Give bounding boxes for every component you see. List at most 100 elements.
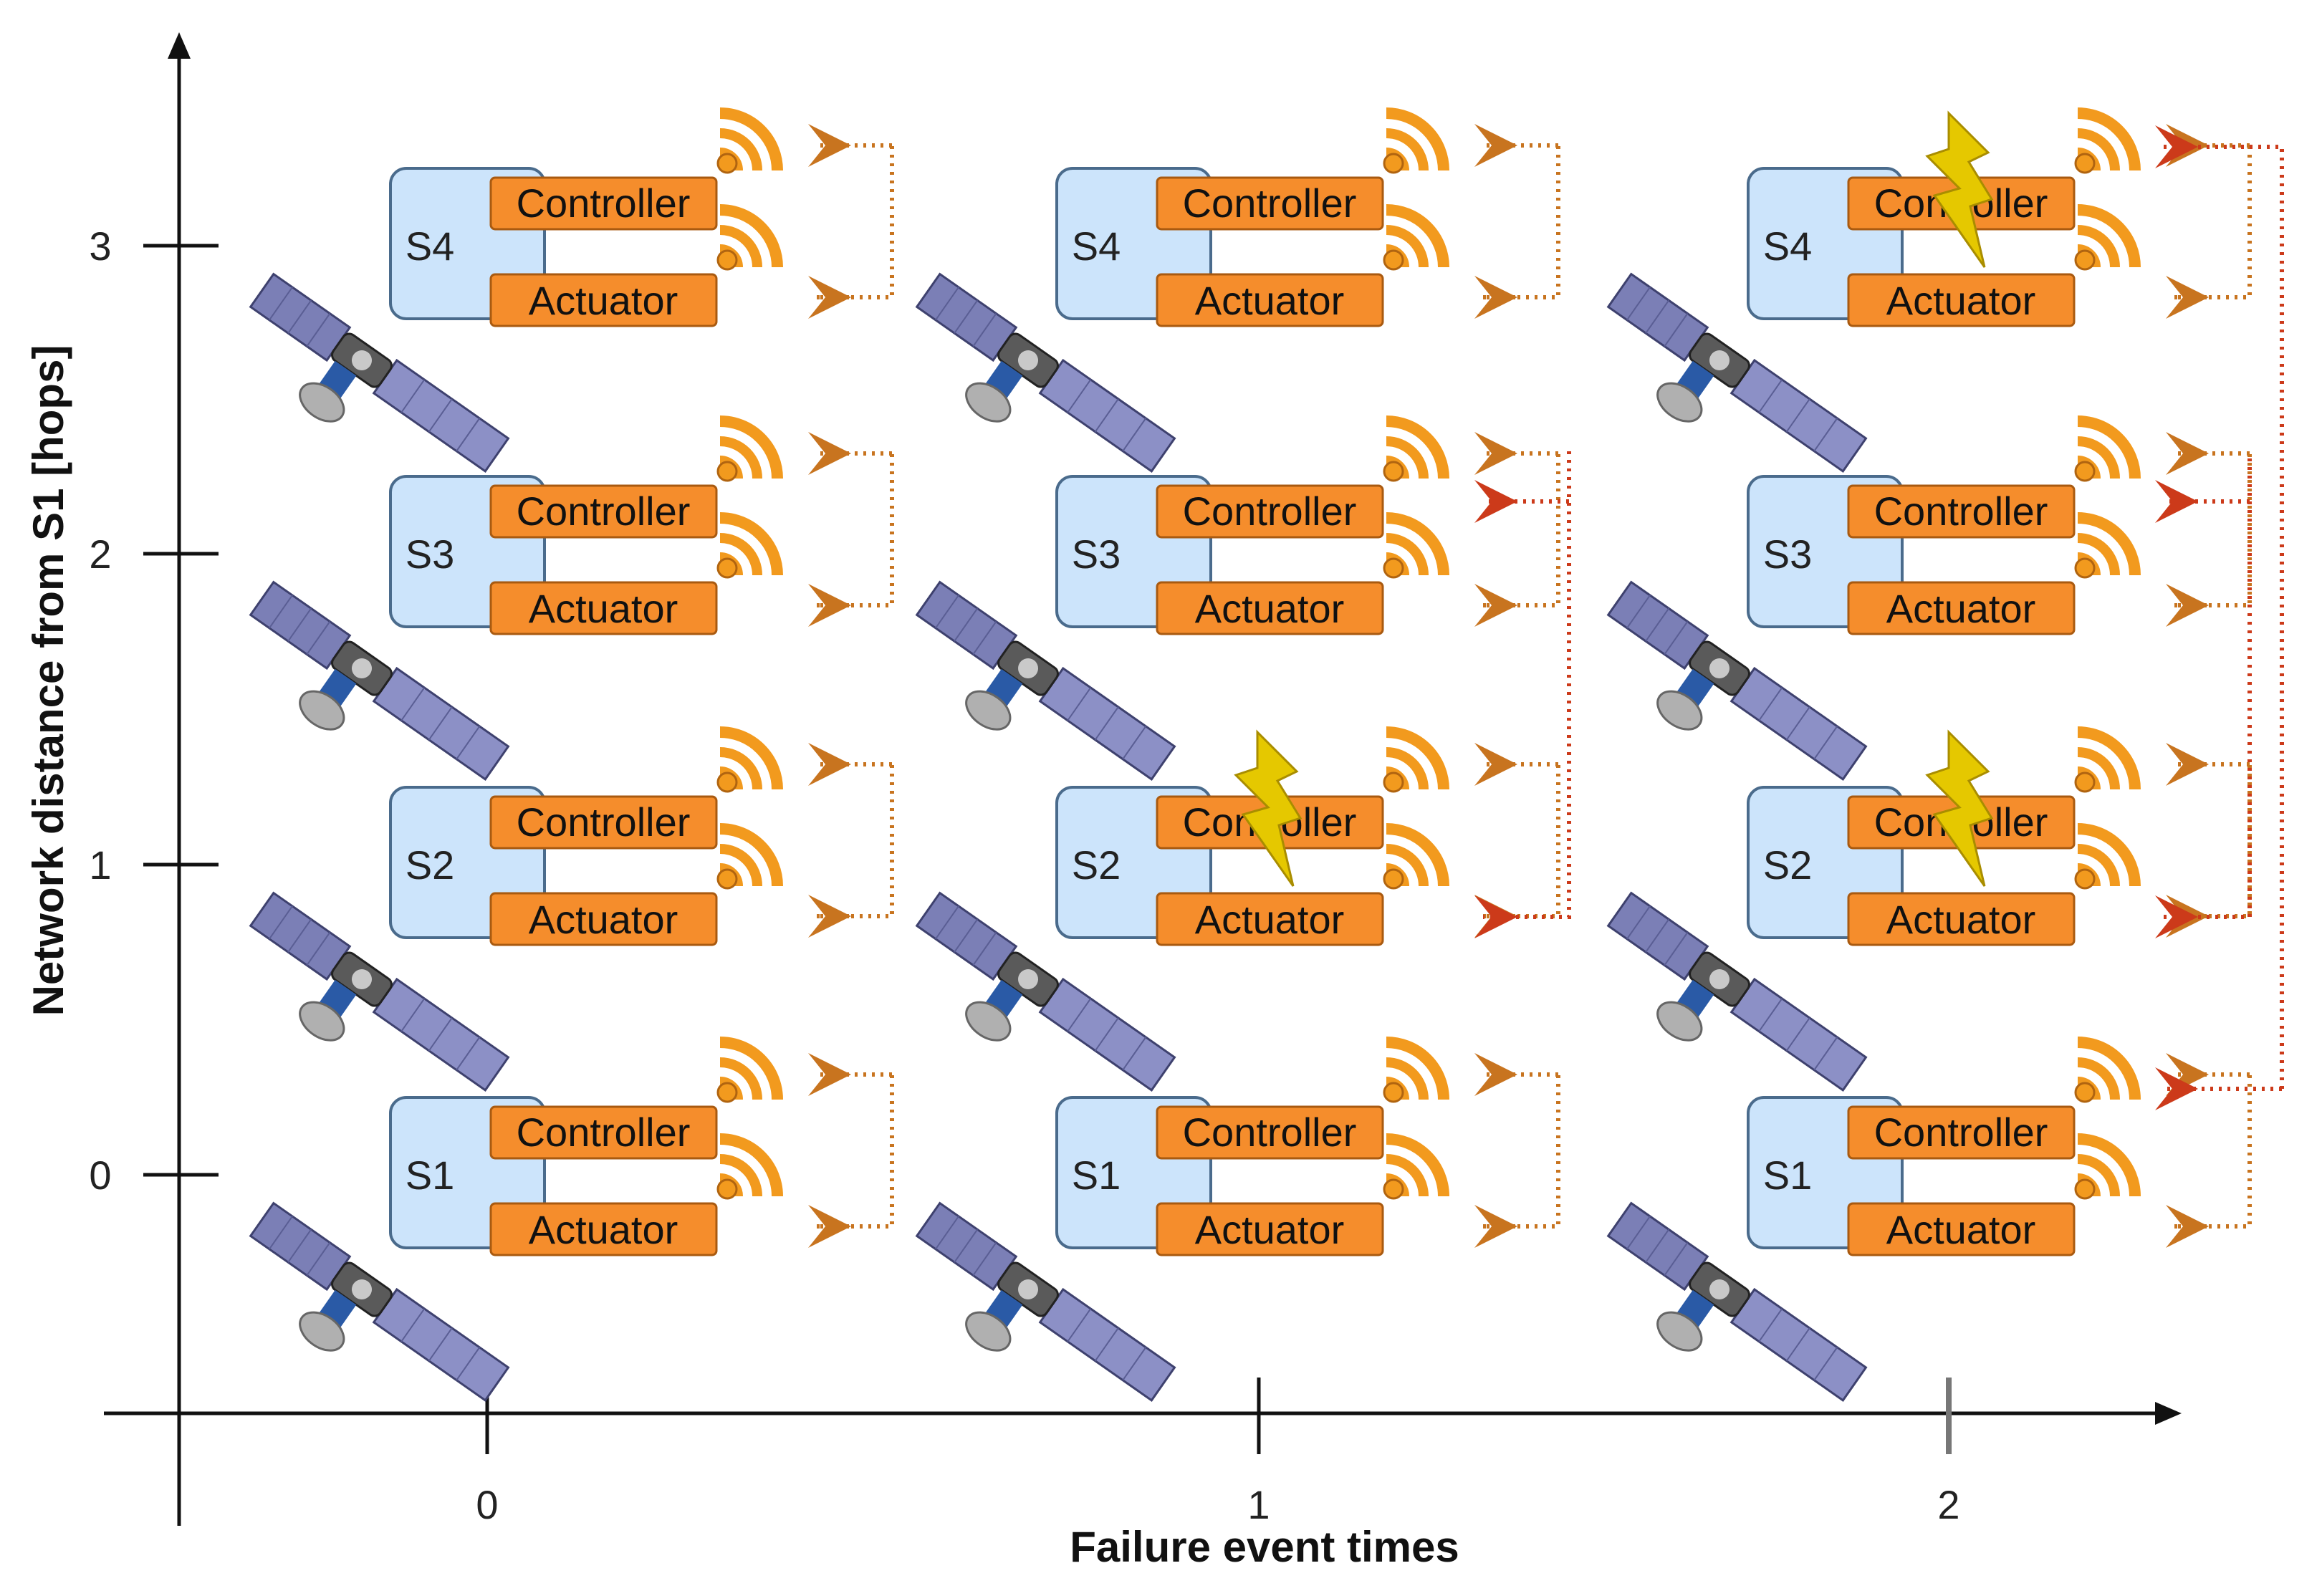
local-link-line xyxy=(1483,453,1560,607)
lightning-bolt-icon xyxy=(1925,729,1994,887)
panel-grid-line xyxy=(1067,998,1092,1032)
actuator-label: Actuator xyxy=(529,278,678,323)
actuator-label: Actuator xyxy=(1886,897,2036,942)
antenna-arc-mid xyxy=(719,436,762,479)
panel-grid-line xyxy=(1067,1308,1092,1342)
antenna-icon xyxy=(716,1037,783,1103)
satellite-dish xyxy=(299,1001,345,1042)
local-link-line xyxy=(1483,1075,1560,1229)
lightning-bolt-shape xyxy=(1234,729,1302,887)
antenna-arc-mid xyxy=(1386,436,1429,479)
antenna-arc-outer xyxy=(719,823,783,887)
x-axis-title: Failure event times xyxy=(1070,1523,1459,1571)
antenna-arc-mid xyxy=(719,225,762,268)
panel-grid-line xyxy=(972,1242,997,1277)
antenna-arc-mid xyxy=(1386,533,1429,576)
antenna-icon xyxy=(2074,107,2141,174)
panel-grid-line xyxy=(1094,1017,1119,1052)
satellite-lens xyxy=(1709,658,1729,678)
satellite-icon xyxy=(1606,1201,1868,1402)
antenna-arc-mid xyxy=(2077,1154,2120,1197)
antenna-arc-mid xyxy=(719,533,762,576)
local-link-line xyxy=(817,764,894,918)
panel-grid-line xyxy=(1067,379,1092,413)
actuator-label: Actuator xyxy=(1886,278,2036,323)
satellite-label: S2 xyxy=(406,842,455,888)
y-tick-label: 0 xyxy=(89,1153,111,1198)
panel-grid-line xyxy=(1122,418,1147,452)
panel-grid-line xyxy=(306,1242,331,1277)
panel-grid-line xyxy=(1785,1017,1810,1052)
satellite-icon xyxy=(1606,272,1868,473)
antenna-arc-outer xyxy=(2077,726,2141,790)
panel-grid-line xyxy=(954,607,979,642)
satellite-lens xyxy=(1018,658,1038,678)
panel-grid-line xyxy=(935,287,959,321)
lightning-bolt-icon xyxy=(1925,110,1994,268)
satellite-label: S1 xyxy=(1072,1153,1121,1198)
satellite-lens xyxy=(1709,1279,1729,1299)
satellite-icon xyxy=(915,1201,1176,1402)
antenna-node xyxy=(716,771,738,793)
controller-label: Controller xyxy=(1183,1110,1357,1155)
antenna-arc-mid xyxy=(1386,747,1429,790)
panel-grid-line xyxy=(456,418,481,452)
antenna-node xyxy=(1383,557,1404,579)
panel-grid-line xyxy=(1626,905,1651,940)
antenna-arc-outer xyxy=(719,415,783,479)
antenna-icon xyxy=(1383,204,1449,271)
satellite-icon xyxy=(249,580,510,781)
antenna-arc-outer xyxy=(1386,415,1449,479)
satellite-label: S3 xyxy=(406,532,455,577)
actuator-label: Actuator xyxy=(529,897,678,942)
satellite-label: S4 xyxy=(1072,223,1121,269)
actuator-box xyxy=(489,273,718,327)
satellite-lens xyxy=(1018,350,1038,370)
satellite-icon xyxy=(1606,891,1868,1092)
antenna-icon xyxy=(2074,204,2141,271)
satellite-label: S1 xyxy=(406,1153,455,1198)
controller-box xyxy=(1156,484,1384,539)
antenna-arc-mid xyxy=(2077,844,2120,887)
panel-grid-line xyxy=(1758,998,1783,1032)
antenna-arc-outer xyxy=(719,726,783,790)
satellite-grid: S1ControllerActuatorS2ControllerActuator… xyxy=(249,107,2252,1402)
panel-grid-line xyxy=(1067,687,1092,721)
actuator-label: Actuator xyxy=(1195,586,1345,631)
antenna-node xyxy=(2074,1082,2096,1103)
antenna-icon xyxy=(2074,1037,2141,1103)
panel-grid-line xyxy=(972,932,997,966)
antenna-icon xyxy=(716,415,783,482)
satellite-icon xyxy=(915,272,1176,473)
solar-panel-right xyxy=(372,1287,510,1402)
actuator-box xyxy=(1847,273,2076,327)
satellite-lens xyxy=(1018,969,1038,989)
panel-grid-line xyxy=(306,313,331,347)
satellite-label: S1 xyxy=(1763,1153,1813,1198)
panel-grid-line xyxy=(1813,726,1838,760)
remote-links xyxy=(1474,125,2284,1110)
antenna-arc-outer xyxy=(2077,512,2141,576)
actuator-label: Actuator xyxy=(1195,278,1345,323)
satellite-dish xyxy=(965,382,1012,423)
antenna-icon xyxy=(1383,512,1449,579)
panel-grid-line xyxy=(1122,1037,1147,1071)
antenna-node xyxy=(1383,153,1404,174)
panel-grid-line xyxy=(954,299,979,334)
panel-grid-line xyxy=(954,918,979,953)
controller-label: Controller xyxy=(517,489,691,534)
antenna-node xyxy=(1383,868,1404,890)
panel-grid-line xyxy=(1813,1347,1838,1381)
antenna-arc-mid xyxy=(1386,225,1429,268)
panel-grid-line xyxy=(1785,706,1810,741)
antenna-arc-mid xyxy=(719,1154,762,1197)
panel-grid-line xyxy=(400,1308,426,1342)
satellite-dish xyxy=(299,1311,345,1352)
panel-grid-line xyxy=(1664,932,1689,966)
antenna-icon xyxy=(2074,823,2141,890)
controller-box xyxy=(1156,176,1384,231)
controller-label: Controller xyxy=(1183,181,1357,226)
